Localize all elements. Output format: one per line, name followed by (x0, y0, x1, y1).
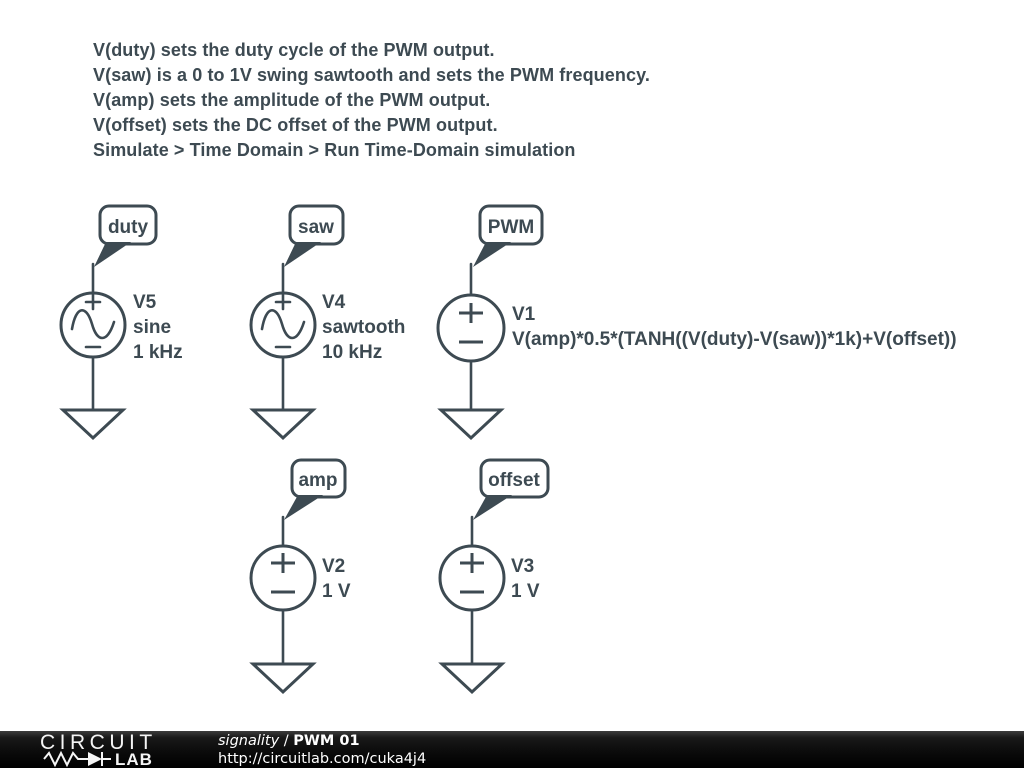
source-value: 1 V (511, 581, 540, 602)
net-flag-label: saw (298, 217, 334, 238)
source-name: V1 (512, 304, 536, 325)
schematic-title: PWM 01 (293, 733, 360, 749)
schematic-attribution: signality / PWM 01 (218, 733, 426, 751)
voltage-source-saw[interactable]: saw V4 sawtooth 10 kHz (249, 204, 405, 441)
source-frequency: 10 kHz (322, 342, 382, 363)
net-flag-label: PWM (488, 217, 534, 238)
source-name: V2 (322, 556, 345, 577)
net-flag-pwm[interactable] (478, 204, 544, 246)
net-flag-pointer (284, 495, 323, 520)
source-name: V4 (322, 292, 346, 313)
net-flag-pointer (473, 242, 511, 267)
annotation-line: V(offset) sets the DC offset of the PWM … (93, 115, 498, 135)
source-name: V5 (133, 292, 157, 313)
ground-icon[interactable] (437, 408, 505, 441)
net-flag-pointer (473, 495, 512, 520)
logo-word-lab: LAB (115, 750, 153, 768)
annotation-line: V(amp) sets the amplitude of the PWM out… (93, 90, 491, 110)
voltage-source-pwm[interactable]: PWM V1 V(amp)*0.5*(TANH((V(duty)-V(saw))… (436, 204, 957, 441)
source-frequency: 1 kHz (133, 342, 183, 363)
separator: / (283, 733, 289, 749)
source-type: sine (133, 317, 171, 338)
resistor-icon (43, 750, 88, 768)
annotation-text-block: V(duty) sets the duty cycle of the PWM o… (93, 38, 650, 163)
net-flag-pointer (284, 242, 321, 267)
footer-text-block: signality / PWM 01 http://circuitlab.com… (218, 733, 426, 768)
net-flag-label: duty (108, 217, 149, 238)
circuitlab-logo: CIRCUIT LAB (40, 732, 157, 768)
schematic-url: http://circuitlab.com/cuka4j4 (218, 750, 427, 767)
voltage-source-duty[interactable]: duty V5 sine 1 kHz (59, 204, 183, 441)
ground-icon[interactable] (438, 662, 506, 695)
source-expression: V(amp)*0.5*(TANH((V(duty)-V(saw))*1k)+V(… (512, 329, 957, 350)
source-value: 1 V (322, 581, 351, 602)
net-flag-offset[interactable] (479, 458, 550, 499)
diode-icon (88, 752, 102, 766)
ground-icon[interactable] (249, 662, 317, 695)
source-type: sawtooth (322, 317, 405, 338)
voltage-source-offset[interactable]: offset V3 1 V (438, 458, 550, 695)
logo-word-circuit: CIRCUIT (40, 732, 157, 754)
annotation-line: Simulate > Time Domain > Run Time-Domain… (93, 140, 576, 160)
ground-icon[interactable] (59, 408, 127, 441)
schematic-canvas[interactable]: duty V5 sine 1 kHz saw V4 sawtooth 10 kH… (0, 0, 1024, 731)
net-flag-pointer (94, 242, 131, 267)
author-name: signality (218, 733, 280, 749)
net-flag-label: amp (298, 470, 337, 491)
annotation-line: V(saw) is a 0 to 1V swing sawtooth and s… (93, 65, 650, 85)
voltage-source-amp[interactable]: amp V2 1 V (249, 458, 351, 695)
ground-icon[interactable] (249, 408, 317, 441)
sine-wave-icon (70, 309, 116, 340)
net-flag-label: offset (488, 470, 540, 491)
annotation-line: V(duty) sets the duty cycle of the PWM o… (93, 40, 495, 60)
footer-bar: CIRCUIT LAB signality / PWM 01 http://ci… (0, 731, 1024, 768)
source-name: V3 (511, 556, 534, 577)
sine-wave-icon (260, 309, 306, 340)
